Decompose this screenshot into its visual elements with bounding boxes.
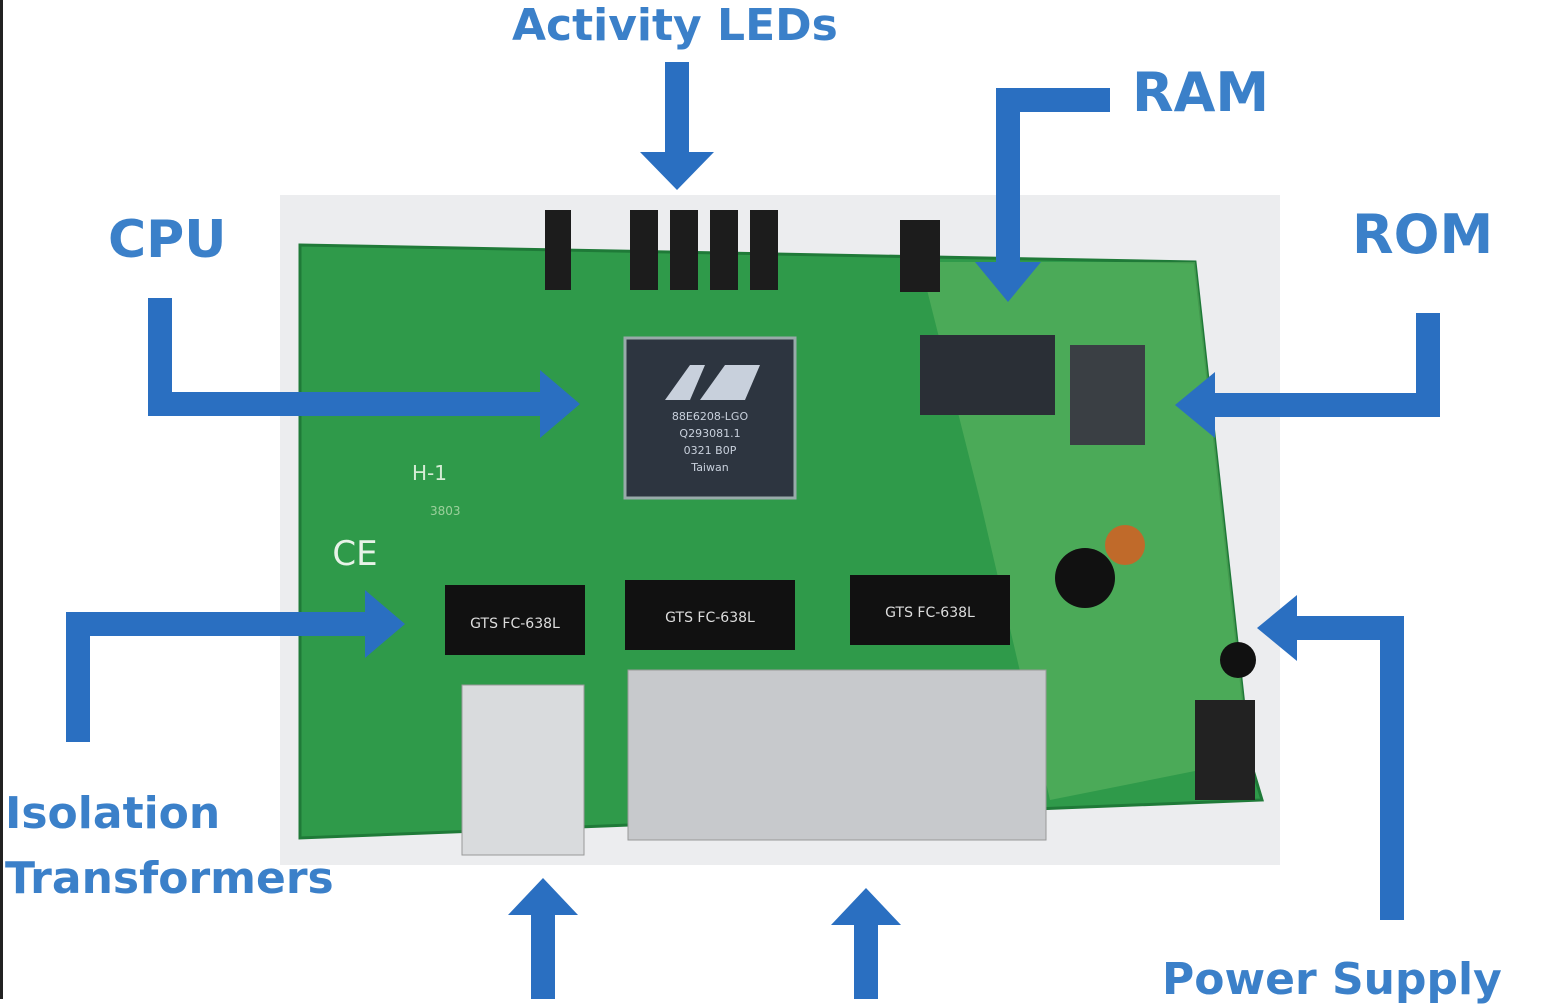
rj45-port [461,684,585,856]
power-jack [1195,700,1255,800]
label-ram: RAM [1132,61,1270,124]
arrow-ram [996,88,1110,265]
ram-chip [920,335,1055,415]
svg-text:CE: CE [332,534,377,574]
svg-text:3803: 3803 [430,504,461,518]
arrowheads [365,152,1297,925]
activity-leds [545,210,940,292]
transformer-1 [445,585,585,655]
cpu-text-4: Taiwan [690,461,728,474]
rom-chip [1070,345,1145,445]
svg-text:H-1: H-1 [412,461,447,485]
label-power-supply: Power Supply [1162,954,1502,1005]
cpu-text-3: 0321 B0P [684,444,737,457]
cpu-text-2: Q293081.1 [679,427,740,440]
label-rom: ROM [1352,203,1494,266]
svg-text:GTS FC-638L: GTS FC-638L [665,610,755,626]
arrow-isolation-transformers [66,612,370,742]
label-isolation: Isolation [5,788,221,839]
label-cpu: CPU [108,210,227,270]
rj45-ports-block [627,669,1047,841]
arrow-cpu [148,298,545,416]
arrow-power-supply [1292,616,1404,920]
arrow-rom [1210,313,1440,417]
svg-text:GTS FC-638L: GTS FC-638L [470,616,560,632]
cpu-chip [623,336,797,500]
marvell-logo [665,365,705,400]
label-activity-leds: Activity LEDs [512,0,838,51]
capacitor [1055,548,1115,608]
arrows [66,62,1440,999]
transformer-3 [850,575,1010,645]
transformer-2 [625,580,795,650]
cpu-text-1: 88E6208-LGO [672,410,749,423]
svg-text:GTS FC-638L: GTS FC-638L [885,605,975,621]
inductor [1105,525,1145,565]
label-transformers: Transformers [5,853,334,904]
left-edge [0,0,3,999]
